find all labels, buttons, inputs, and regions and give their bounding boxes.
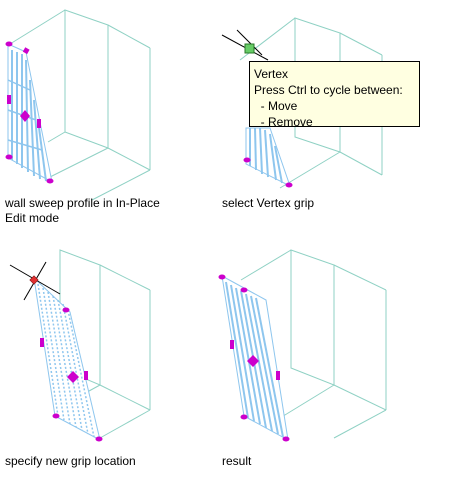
caption-select-vertex: select Vertex grip	[222, 196, 315, 210]
bounding-box-edges	[240, 249, 387, 439]
hot-grip-icon[interactable]	[29, 275, 39, 285]
tooltip-instruction: Press Ctrl to cycle between:	[254, 83, 403, 97]
caption-result: result	[222, 454, 252, 468]
sweep-profile-hatch	[245, 127, 291, 187]
panel-new-location: specify new grip location	[0, 240, 236, 491]
tooltip-title: Vertex	[254, 67, 289, 81]
vertex-tooltip: Vertex Press Ctrl to cycle between: - Mo…	[249, 61, 420, 129]
caption-line-1: wall sweep profile in In-Place	[5, 196, 160, 210]
caption-new-location: specify new grip location	[5, 454, 136, 468]
panel-select-vertex: Vertex Press Ctrl to cycle between: - Mo…	[0, 0, 473, 240]
vertex-grip-icon[interactable]	[244, 43, 255, 54]
sweep-model-view-1	[5, 9, 151, 201]
tooltip-option-move: - Move	[254, 99, 298, 113]
caption-line-2: Edit mode	[5, 211, 60, 225]
tooltip-option-remove: - Remove	[254, 115, 313, 129]
sweep-model-view-3	[9, 249, 151, 442]
sweep-grips[interactable]	[40, 307, 103, 442]
sweep-grips[interactable]	[243, 157, 293, 188]
sweep-grips[interactable]	[218, 274, 290, 442]
sweep-profile-hatch	[33, 276, 101, 441]
sweep-model-view-4	[218, 249, 387, 442]
sweep-grips[interactable]	[5, 41, 54, 184]
panel-result: result	[218, 240, 473, 491]
panel-edit-mode: wall sweep profile in In-Place Edit mode	[0, 0, 236, 240]
bounding-box-edges	[9, 9, 151, 201]
caption-edit-mode: wall sweep profile in In-Place Edit mode	[5, 196, 160, 226]
